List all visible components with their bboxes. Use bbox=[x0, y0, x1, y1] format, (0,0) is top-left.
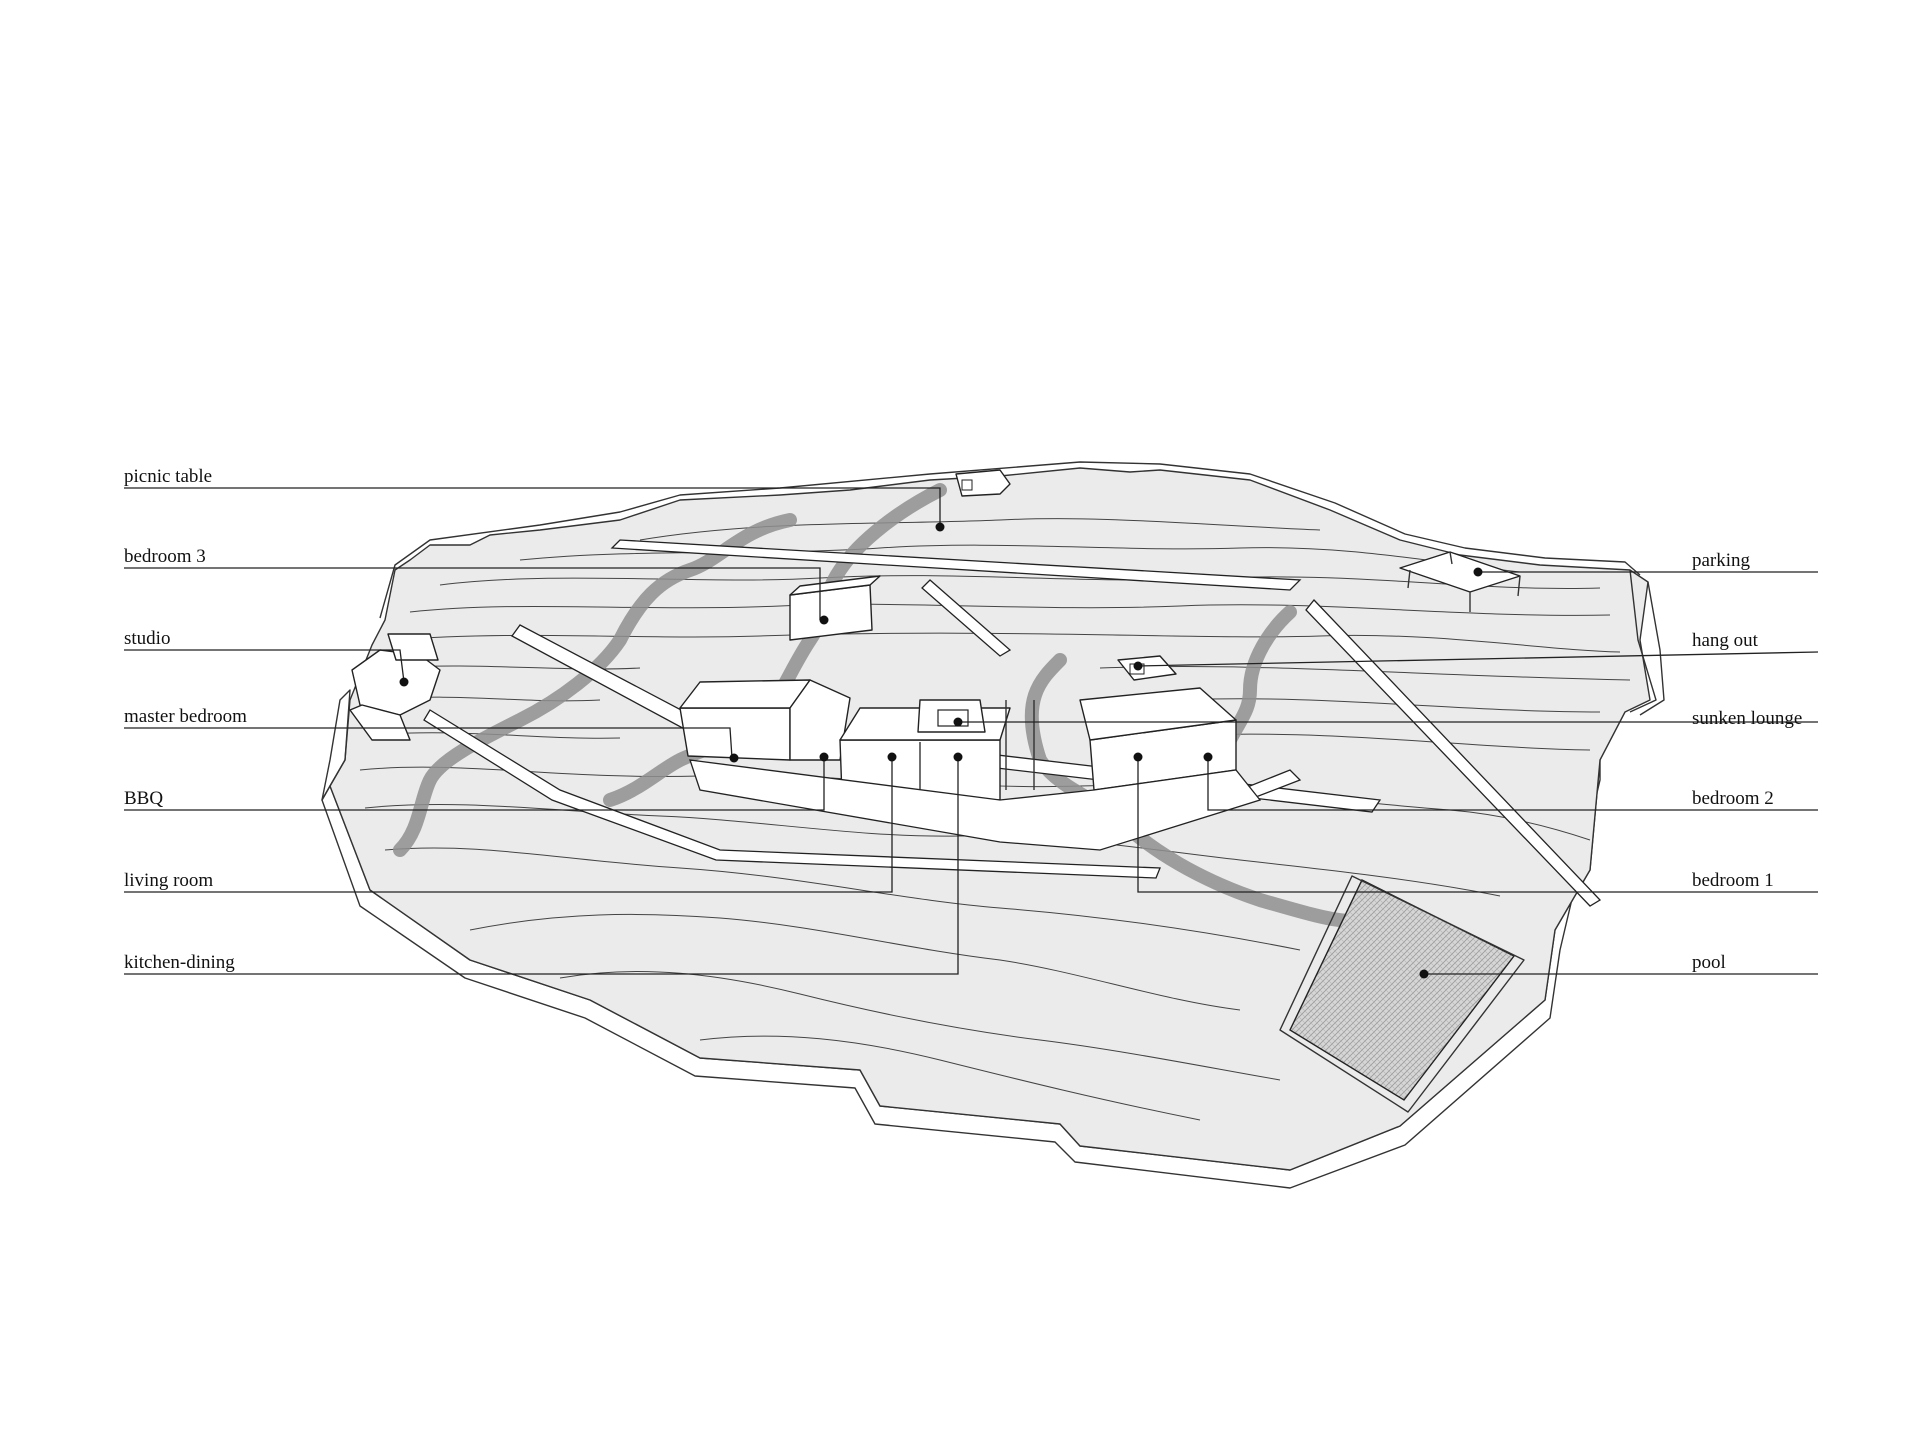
kitchen-dining-dot bbox=[953, 752, 963, 762]
label-picnic-table: picnic table bbox=[124, 466, 212, 487]
label-kitchen-dining: kitchen-dining bbox=[124, 952, 235, 973]
parking-structure bbox=[1399, 551, 1521, 612]
label-living-room: living room bbox=[124, 870, 213, 891]
main-house bbox=[679, 655, 1262, 851]
label-sunken-lounge: sunken lounge bbox=[1692, 708, 1802, 729]
label-studio: studio bbox=[124, 628, 170, 649]
label-pool: pool bbox=[1692, 952, 1726, 973]
leader-lines bbox=[124, 487, 1819, 975]
picnic-table-dot bbox=[935, 522, 945, 532]
label-bedroom-1: bedroom 1 bbox=[1692, 870, 1774, 891]
label-parking: parking bbox=[1692, 550, 1751, 571]
label-bedroom-3: bedroom 3 bbox=[124, 546, 206, 567]
bedroom-3-volume bbox=[789, 575, 881, 641]
labels-left: picnic table bedroom 3 studio master bed… bbox=[124, 466, 247, 973]
studio-dot bbox=[399, 677, 409, 687]
pool-area bbox=[1279, 875, 1525, 1113]
label-bedroom-2: bedroom 2 bbox=[1692, 788, 1774, 809]
leader-dots bbox=[399, 522, 1483, 979]
bedroom-3-dot bbox=[819, 615, 829, 625]
label-hang-out: hang out bbox=[1692, 630, 1759, 651]
master-bedroom-dot bbox=[729, 753, 739, 763]
hang-out-dot bbox=[1133, 661, 1143, 671]
labels-right: parking hang out sunken lounge bedroom 2… bbox=[1692, 550, 1802, 973]
sunken-lounge-dot bbox=[953, 717, 963, 727]
bedroom-1-dot bbox=[1133, 752, 1143, 762]
studio-volume bbox=[349, 633, 441, 741]
bbq-dot bbox=[819, 752, 829, 762]
bedroom-2-dot bbox=[1203, 752, 1213, 762]
living-room-dot bbox=[887, 752, 897, 762]
pool-dot bbox=[1419, 969, 1429, 979]
label-master-bedroom: master bedroom bbox=[124, 706, 247, 727]
parking-dot bbox=[1473, 567, 1483, 577]
picnic-table-structure bbox=[955, 469, 1011, 497]
label-bbq: BBQ bbox=[124, 788, 163, 809]
